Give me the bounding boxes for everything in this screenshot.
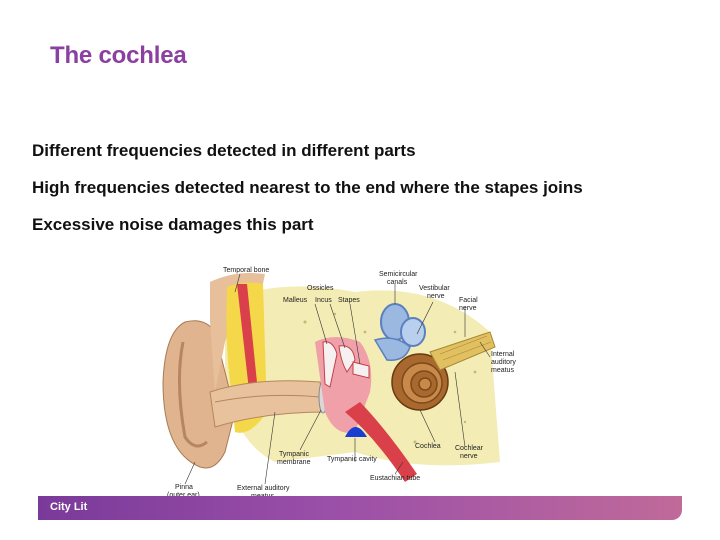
label-vestibular-2: nerve: [427, 293, 445, 300]
eustachian-tube: [345, 402, 417, 482]
slide-title: The cochlea: [50, 42, 187, 69]
label-cochlear-nerve-2: nerve: [460, 453, 478, 460]
label-cochlea: Cochlea: [415, 443, 441, 450]
label-internal-2: auditory: [491, 359, 516, 366]
bullet-item: High frequencies detected nearest to the…: [32, 178, 583, 197]
label-vestibular-1: Vestibular: [419, 285, 450, 292]
malleus-shape: [322, 341, 338, 388]
bullet-item: Excessive noise damages this part: [32, 215, 314, 234]
nerve-striations: [439, 335, 492, 361]
ear-anatomy-diagram: Temporal bone Ossicles Malleus Incus Sta…: [162, 267, 516, 500]
ear-canal-shadow: [214, 394, 321, 403]
label-temporal-bone: Temporal bone: [223, 267, 269, 274]
label-tympanic-membrane-1: Tympanic: [279, 451, 309, 458]
label-tympanic-membrane-2: membrane: [277, 459, 311, 466]
label-incus: Incus: [315, 297, 332, 304]
incus-shape: [338, 345, 356, 373]
label-external-1: External auditory: [237, 485, 290, 492]
pinna-inner-fold: [177, 341, 208, 448]
footer-brand: City Lit: [50, 501, 88, 513]
label-malleus: Malleus: [283, 297, 308, 304]
footer-bar: City Lit: [38, 496, 682, 520]
label-facial-1: Facial: [459, 297, 478, 304]
bullet-item: Different frequencies detected in differ…: [32, 141, 416, 160]
vestibule: [373, 337, 411, 361]
auditory-nerve-bundle: [429, 331, 496, 371]
label-stapes: Stapes: [338, 297, 360, 304]
label-pinna-1: Pinna: [175, 484, 193, 491]
label-eustachian-tube: Eustachian tube: [370, 475, 420, 482]
label-internal-3: meatus: [491, 367, 514, 374]
semicircular-canals: [380, 303, 426, 347]
cochlea: [391, 353, 449, 411]
label-internal-1: Internal: [491, 351, 515, 358]
label-facial-2: nerve: [459, 305, 477, 312]
tympanic-cavity-blue: [345, 427, 367, 437]
bullet-list: Different frequencies detected in differ…: [32, 140, 583, 251]
label-tympanic-cavity: Tympanic cavity: [327, 456, 377, 463]
leader-lines: [184, 273, 491, 485]
label-pinna-2: (outer ear): [167, 492, 200, 499]
label-ossicles: Ossicles: [307, 285, 334, 292]
red-vessel-layer: [237, 284, 259, 408]
stapes-shape: [352, 361, 370, 379]
label-semicircular-2: canals: [387, 279, 408, 286]
label-cochlear-nerve-1: Cochlear: [455, 445, 484, 452]
label-semicircular-1: Semicircular: [379, 271, 418, 278]
